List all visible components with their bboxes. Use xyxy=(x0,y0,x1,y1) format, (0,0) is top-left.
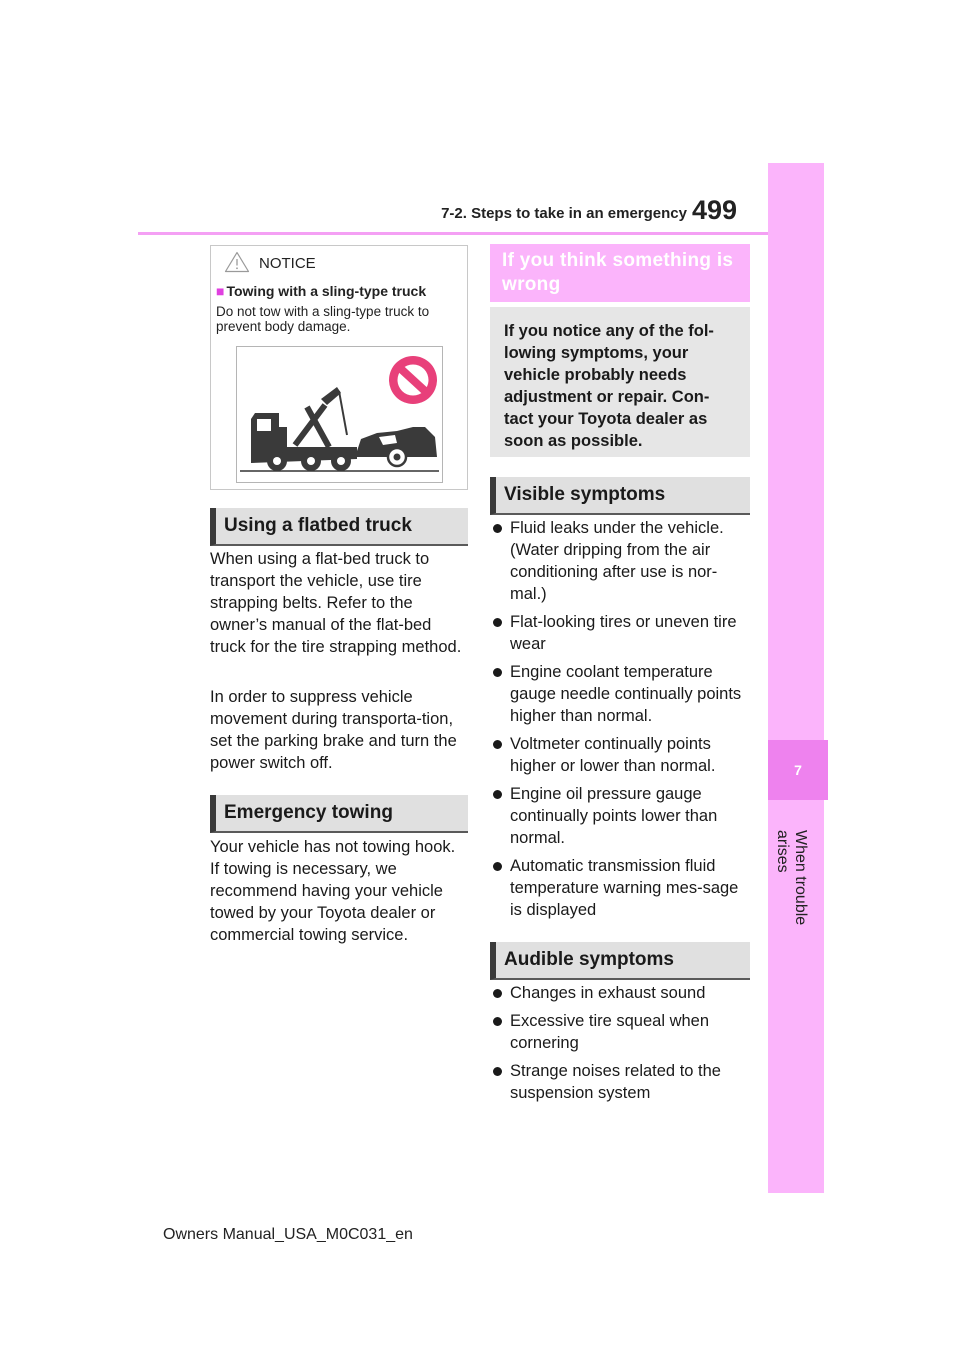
car-icon xyxy=(355,427,437,468)
audible-symptoms-heading: Audible symptoms xyxy=(490,942,750,980)
footer-text: Owners Manual_USA_M0C031_en xyxy=(163,1226,413,1243)
flatbed-paragraph-1: When using a flat-bed truck to transport… xyxy=(210,550,462,656)
visible-symptoms-heading: Visible symptoms xyxy=(490,477,750,515)
tow-illustration xyxy=(236,346,443,483)
audible-symptoms-list: Changes in exhaust sound Excessive tire … xyxy=(492,982,750,1110)
notice-label: NOTICE xyxy=(259,255,316,272)
notice-box: NOTICE ■Towing with a sling-type truck D… xyxy=(210,245,468,490)
emergency-towing-paragraph: Your vehicle has not towing hook. If tow… xyxy=(210,838,456,944)
list-item: Engine coolant temperature gauge needle … xyxy=(492,661,750,727)
emergency-towing-heading: Emergency towing xyxy=(210,795,468,833)
chapter-side-tab[interactable] xyxy=(768,163,824,1193)
list-item: Fluid leaks under the vehicle. (Water dr… xyxy=(492,517,750,605)
notice-title: ■Towing with a sling-type truck xyxy=(216,283,426,299)
prohibited-icon xyxy=(389,356,437,404)
section-title: 7-2. Steps to take in an emergency xyxy=(441,205,687,222)
notice-title-text: Towing with a sling-type truck xyxy=(226,283,427,299)
tow-truck-icon xyxy=(251,387,357,471)
list-item: Flat-looking tires or uneven tire wear xyxy=(492,611,750,655)
flatbed-heading: Using a flatbed truck xyxy=(210,508,468,546)
chapter-label: When trouble arises xyxy=(774,830,809,926)
notice-header: NOTICE xyxy=(211,246,467,276)
list-item: Automatic transmission fluid temperature… xyxy=(492,855,750,921)
visible-symptoms-list: Fluid leaks under the vehicle. (Water dr… xyxy=(492,517,750,927)
flatbed-paragraph-2: In order to suppress vehicle movement du… xyxy=(210,688,457,772)
page-number: 499 xyxy=(692,195,738,225)
tow-illustration-svg xyxy=(240,356,439,472)
list-item: Excessive tire squeal when cornering xyxy=(492,1010,750,1054)
list-item: Strange noises related to the suspension… xyxy=(492,1060,750,1104)
list-item: Changes in exhaust sound xyxy=(492,982,750,1004)
main-heading: If you think something is wrong xyxy=(490,244,750,302)
square-bullet-icon: ■ xyxy=(216,283,225,299)
list-item: Engine oil pressure gauge continually po… xyxy=(492,783,750,849)
chapter-number: 7 xyxy=(768,740,828,800)
notice-body: Do not tow with a sling-type truck to pr… xyxy=(216,304,430,334)
header-divider xyxy=(138,232,768,235)
intro-box: If you notice any of the fol-lowing symp… xyxy=(490,307,750,457)
warning-triangle-icon xyxy=(224,251,250,273)
list-item: Voltmeter continually points higher or l… xyxy=(492,733,750,777)
